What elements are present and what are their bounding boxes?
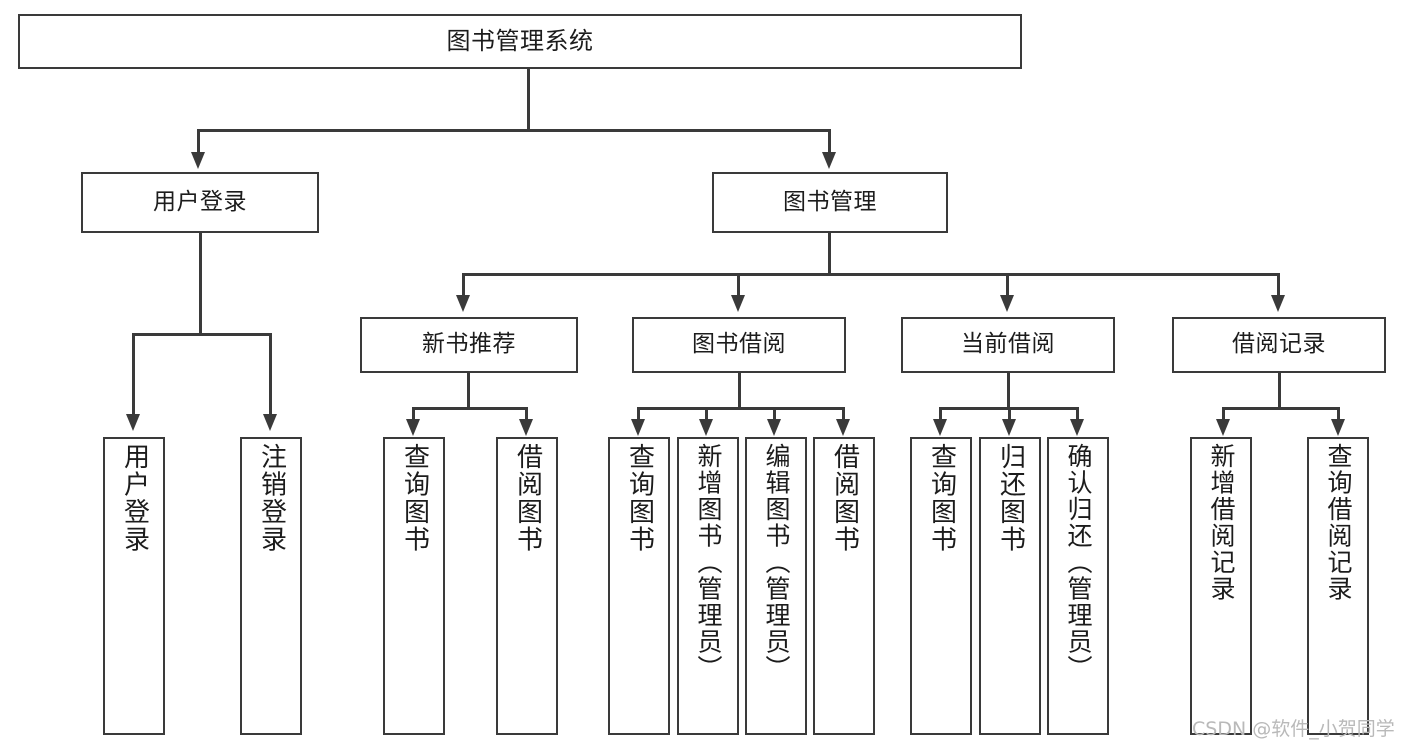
leaf-node-query-record[interactable]: 查询借阅记录 [1307, 437, 1369, 735]
leaf-node-query-book-3[interactable]: 查询图书 [910, 437, 972, 735]
node-label: 确认归还（管理员） [1064, 443, 1093, 682]
connector-to-user-login [197, 129, 200, 153]
node-current-borrow[interactable]: 当前借阅 [901, 317, 1115, 373]
node-label: 新书推荐 [422, 331, 516, 358]
connector-bb-drop-1 [637, 407, 640, 422]
connector-to-current-borrow [1006, 273, 1009, 296]
node-label: 借阅记录 [1232, 331, 1326, 358]
connector-cb-drop-2 [1008, 407, 1011, 422]
arrowhead-leaf-query-record [1331, 419, 1345, 436]
arrowhead-leaf-add-book [699, 419, 713, 436]
connector-bb-drop-4 [842, 407, 845, 422]
leaf-node-confirm-return[interactable]: 确认归还（管理员） [1047, 437, 1109, 735]
connector-user-login-drop-1 [132, 333, 135, 415]
node-label: 图书管理系统 [446, 27, 594, 56]
arrowhead-to-current-borrow [1000, 295, 1014, 312]
arrowhead-leaf-query-book-2 [631, 419, 645, 436]
connector-cb-drop-1 [939, 407, 942, 422]
node-label: 借阅图书 [512, 443, 543, 553]
node-label: 当前借阅 [961, 331, 1055, 358]
connector-cb-drop-3 [1076, 407, 1079, 422]
arrowhead-leaf-borrow-book-1 [519, 419, 533, 436]
connector-to-borrow-record [1277, 273, 1280, 296]
connector-root-stem [527, 69, 530, 131]
connector-borrow-record-bar [1222, 407, 1340, 410]
arrowhead-to-user-login [191, 152, 205, 169]
connector-to-book-borrow [737, 273, 740, 296]
arrowhead-leaf-user-login [126, 414, 140, 431]
node-label: 借阅图书 [829, 443, 860, 553]
node-label: 新增借阅记录 [1207, 443, 1236, 602]
node-label: 用户登录 [153, 188, 247, 215]
connector-nbr-drop-2 [525, 407, 528, 422]
leaf-node-query-book-2[interactable]: 查询图书 [608, 437, 670, 735]
arrowhead-leaf-borrow-book-2 [836, 419, 850, 436]
connector-nbr-drop-1 [412, 407, 415, 422]
node-label: 新增图书（管理员） [694, 443, 723, 682]
node-label: 图书借阅 [692, 331, 786, 358]
connector-book-management-stem [828, 233, 831, 275]
node-label: 查询图书 [399, 443, 430, 553]
connector-user-login-bar [132, 333, 272, 336]
leaf-node-edit-book[interactable]: 编辑图书（管理员） [745, 437, 807, 735]
arrowhead-to-new-book-recommend [456, 295, 470, 312]
arrowhead-leaf-query-book-3 [933, 419, 947, 436]
arrowhead-leaf-return-book [1002, 419, 1016, 436]
connector-bb-drop-2 [705, 407, 708, 422]
node-label: 编辑图书（管理员） [762, 443, 791, 682]
leaf-node-borrow-book-1[interactable]: 借阅图书 [496, 437, 558, 735]
connector-borrow-record-stem [1278, 373, 1281, 410]
leaf-node-query-book-1[interactable]: 查询图书 [383, 437, 445, 735]
connector-br-drop-2 [1337, 407, 1340, 422]
leaf-node-add-book[interactable]: 新增图书（管理员） [677, 437, 739, 735]
arrowhead-leaf-edit-book [767, 419, 781, 436]
leaf-node-user-logout[interactable]: 注销登录 [240, 437, 302, 735]
arrowhead-to-book-borrow [731, 295, 745, 312]
node-label: 查询图书 [624, 443, 655, 553]
node-new-book-recommend[interactable]: 新书推荐 [360, 317, 578, 373]
connector-book-borrow-bar [637, 407, 845, 410]
node-label: 图书管理 [783, 188, 877, 215]
node-book-management[interactable]: 图书管理 [712, 172, 948, 233]
leaf-node-borrow-book-2[interactable]: 借阅图书 [813, 437, 875, 735]
node-book-borrow[interactable]: 图书借阅 [632, 317, 846, 373]
connector-new-book-recommend-bar [412, 407, 528, 410]
node-borrow-record[interactable]: 借阅记录 [1172, 317, 1386, 373]
node-root-system[interactable]: 图书管理系统 [18, 14, 1022, 69]
connector-br-drop-1 [1222, 407, 1225, 422]
connector-to-book-management [828, 129, 831, 153]
connector-user-login-stem [199, 233, 202, 335]
connector-to-new-book-recommend [462, 273, 465, 296]
node-label: 归还图书 [995, 443, 1026, 553]
connector-book-borrow-stem [738, 373, 741, 410]
connector-new-book-recommend-stem [467, 373, 470, 410]
arrowhead-to-borrow-record [1271, 295, 1285, 312]
connector-root-bar [197, 129, 830, 132]
connector-user-login-drop-2 [269, 333, 272, 415]
node-label: 查询借阅记录 [1324, 443, 1353, 602]
connector-book-management-bar [462, 273, 1280, 276]
connector-current-borrow-stem [1007, 373, 1010, 410]
leaf-node-user-login[interactable]: 用户登录 [103, 437, 165, 735]
csdn-watermark: CSDN @软件_小贺同学 [1192, 718, 1395, 740]
node-user-login[interactable]: 用户登录 [81, 172, 319, 233]
node-label: 用户登录 [119, 443, 150, 553]
node-label: 查询图书 [926, 443, 957, 553]
node-label: 注销登录 [256, 443, 287, 553]
leaf-node-return-book[interactable]: 归还图书 [979, 437, 1041, 735]
arrowhead-leaf-query-book-1 [406, 419, 420, 436]
arrowhead-to-book-management [822, 152, 836, 169]
connector-bb-drop-3 [773, 407, 776, 422]
arrowhead-leaf-confirm-return [1070, 419, 1084, 436]
arrowhead-leaf-user-logout [263, 414, 277, 431]
arrowhead-leaf-add-record [1216, 419, 1230, 436]
leaf-node-add-record[interactable]: 新增借阅记录 [1190, 437, 1252, 735]
